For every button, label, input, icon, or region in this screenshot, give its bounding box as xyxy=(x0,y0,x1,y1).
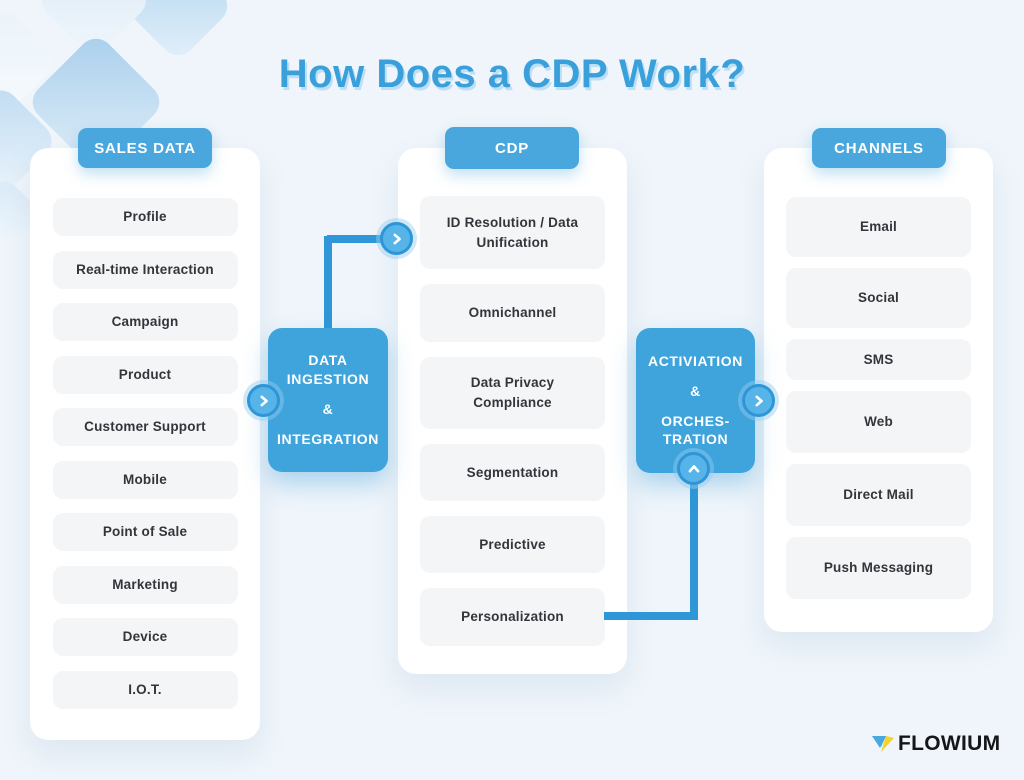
list-item-profile: Profile xyxy=(52,198,238,236)
arrow-right-icon xyxy=(380,222,413,255)
list-item-customer-support: Customer Support xyxy=(52,408,238,446)
connector-line-activation-vertical xyxy=(690,483,698,620)
list-item-realtime-interaction: Real-time Interaction xyxy=(52,250,238,289)
list-item-id-resolution: ID Resolution / Data Unification xyxy=(420,196,605,269)
flowium-logo-text: FLOWIUM xyxy=(898,732,1001,755)
flowium-logo: FLOWIUM xyxy=(872,732,1000,756)
list-item-social: Social xyxy=(786,268,971,328)
list-item-web: Web xyxy=(786,391,971,453)
ampersand-text: & xyxy=(322,401,334,417)
sales-data-header-pill: SALES DATA xyxy=(78,128,212,168)
arrow-right-icon xyxy=(247,384,280,417)
arrow-right-icon xyxy=(742,384,775,417)
orchestration-label-line2: TRATION xyxy=(662,431,729,448)
data-ingestion-box: DATA INGESTION & INTEGRATION xyxy=(268,328,388,472)
list-item-mobile: Mobile xyxy=(52,460,238,499)
list-item-omnichannel: Omnichannel xyxy=(420,284,605,342)
integration-label: INTEGRATION xyxy=(277,430,380,447)
list-item-product: Product xyxy=(52,355,238,394)
list-item-campaign: Campaign xyxy=(52,303,238,341)
list-item-data-privacy: Data Privacy Compliance xyxy=(420,357,605,429)
list-item-segmentation: Segmentation xyxy=(420,444,605,501)
list-item-device: Device xyxy=(52,618,238,656)
orchestration-label-line1: ORCHES- xyxy=(661,413,730,430)
page-title: How Does a CDP Work? xyxy=(278,52,746,96)
list-item-email: Email xyxy=(786,197,971,257)
list-item-predictive: Predictive xyxy=(420,516,605,573)
list-item-point-of-sale: Point of Sale xyxy=(52,513,238,551)
list-item-personalization: Personalization xyxy=(420,588,605,646)
activation-label: ACTIVIATION xyxy=(647,353,743,370)
channels-header-pill: CHANNELS xyxy=(812,128,946,168)
activation-box: ACTIVIATION & ORCHES- TRATION xyxy=(636,328,755,473)
list-item-marketing: Marketing xyxy=(52,565,238,604)
data-ingestion-label: DATA INGESTION xyxy=(286,352,370,388)
list-item-iot: I.O.T. xyxy=(52,670,238,709)
cdp-header-pill: CDP xyxy=(445,127,579,169)
list-item-sms: SMS xyxy=(786,339,971,380)
arrow-up-icon xyxy=(677,452,710,485)
ampersand-text: & xyxy=(690,383,701,400)
connector-line-ingestion-vertical xyxy=(324,236,332,330)
channels-panel: Email Social SMS Web Direct Mail Push Me… xyxy=(764,148,993,632)
sales-data-panel: Profile Real-time Interaction Campaign P… xyxy=(30,148,260,740)
list-item-push-messaging: Push Messaging xyxy=(786,537,971,599)
connector-line-ingestion-horizontal xyxy=(327,235,382,243)
cdp-panel: ID Resolution / Data Unification Omnicha… xyxy=(398,148,627,674)
list-item-direct-mail: Direct Mail xyxy=(786,464,971,526)
connector-line-activation-horizontal xyxy=(604,612,698,620)
flowium-logo-icon xyxy=(872,735,895,754)
